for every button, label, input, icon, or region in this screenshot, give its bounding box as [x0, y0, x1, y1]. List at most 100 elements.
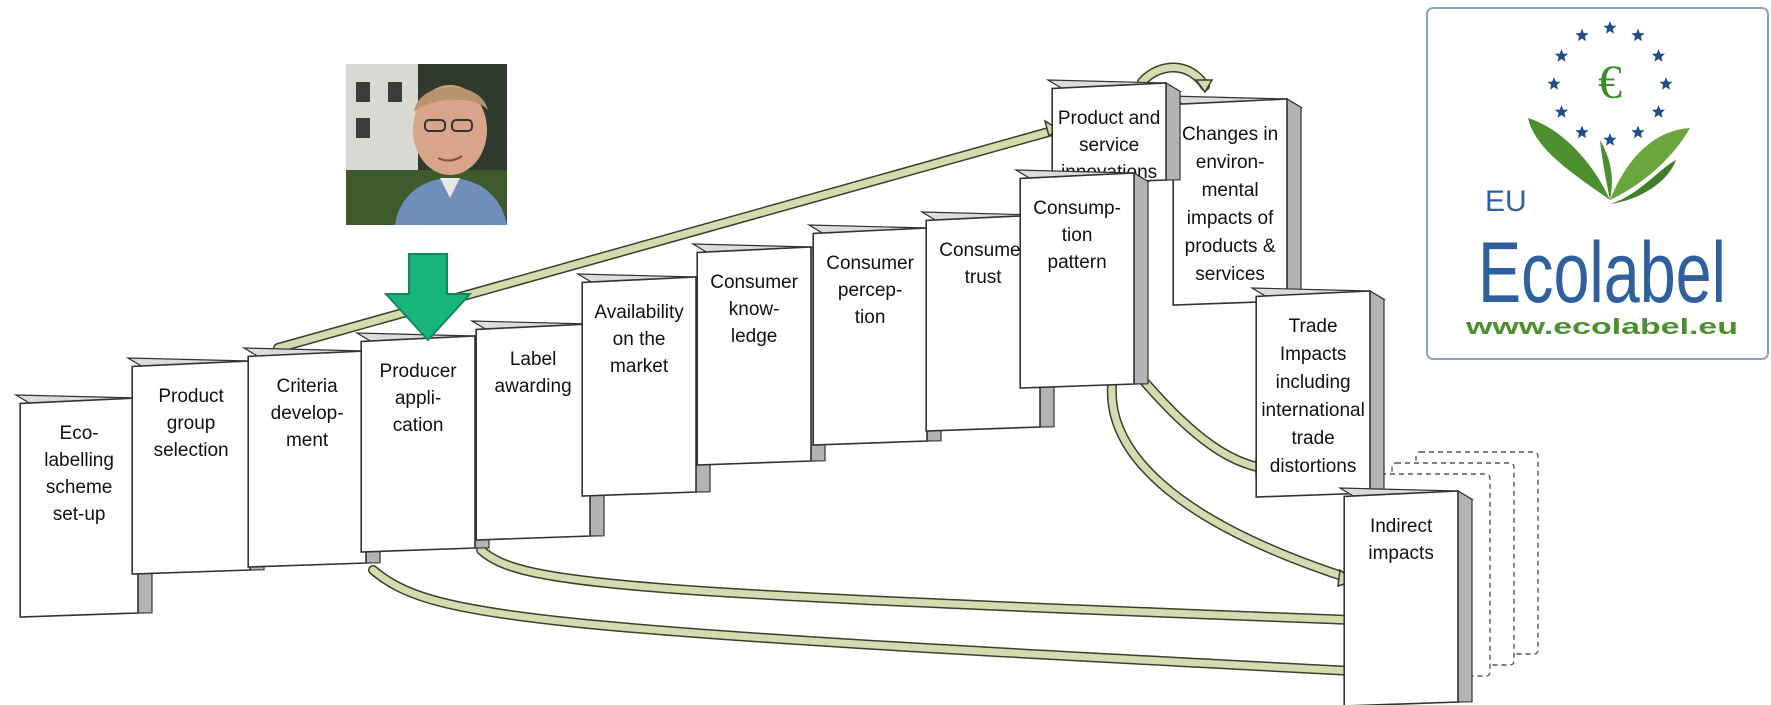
block-label-line: mental — [1202, 180, 1259, 201]
block-label-line: environ- — [1196, 152, 1265, 173]
block-label-line: Impacts — [1280, 344, 1347, 365]
star-icon — [1603, 21, 1617, 34]
block-label-line: impacts — [1368, 543, 1433, 564]
block-label-line: Consump- — [1033, 198, 1121, 219]
block-label-line: Producer — [380, 361, 458, 382]
block-label-line: trade — [1291, 428, 1334, 449]
star-icon — [1651, 49, 1666, 62]
block-label-line: on the — [613, 329, 666, 350]
emblem-letter: € — [1598, 56, 1622, 109]
block-label: Indirect impacts — [1368, 516, 1433, 564]
block-label-line: Indirect — [1370, 516, 1433, 537]
block-label-line: set-up — [53, 504, 106, 525]
block-label-line: Criteria — [276, 376, 338, 397]
block-label-line: group — [167, 413, 216, 434]
star-icon — [1631, 125, 1645, 139]
star-icon — [1575, 125, 1589, 139]
block-label-line: products & — [1185, 236, 1276, 257]
block-front-face — [1051, 82, 1167, 185]
block-front-face — [19, 397, 139, 618]
block-label-line: Availability — [594, 302, 684, 323]
process-block: Changes in environ-mental impacts of produc… — [1166, 95, 1304, 306]
block-label-line: Trade — [1289, 316, 1338, 337]
eu-ecolabel-logo: € EU Ecolabel www.ecolabel.eu — [1426, 7, 1769, 360]
block-label-line: know- — [729, 299, 780, 320]
eu-text: EU — [1485, 185, 1527, 218]
star-ring-icon — [1547, 21, 1673, 146]
block-label-line: Changes in — [1182, 124, 1278, 145]
arrow-down-icon — [383, 253, 473, 342]
block-label: Changes in environ-mental impacts of produc… — [1182, 124, 1278, 285]
block-label-line: Label — [510, 349, 557, 370]
process-block: Eco-labelling scheme set-up — [13, 394, 155, 618]
star-icon — [1631, 28, 1645, 42]
block-front-face — [696, 246, 812, 466]
block-label-line: including — [1276, 372, 1351, 393]
block-label-line: pattern — [1048, 252, 1107, 273]
block-side-face — [1286, 97, 1302, 302]
block-label-line: appli- — [395, 388, 441, 409]
block-label-line: service — [1079, 135, 1139, 156]
star-icon — [1659, 77, 1673, 90]
block-front-face — [360, 335, 476, 553]
block-side-face — [1457, 489, 1473, 703]
block-label: Consumer percep-tion — [826, 253, 914, 328]
ecolabel-url: www.ecolabel.eu — [1464, 314, 1738, 339]
block-label-line: trust — [965, 267, 1003, 288]
block-label-line: awarding — [495, 376, 572, 397]
ecolabel-wordmark: Ecolabel — [1478, 225, 1726, 321]
block-label-line: ledge — [731, 326, 778, 347]
person-photo — [346, 64, 507, 225]
block-front-face — [475, 323, 591, 541]
block-label-line: impacts of — [1187, 208, 1274, 229]
star-icon — [1575, 28, 1589, 42]
block-label-line: Eco- — [60, 423, 99, 444]
process-block: Indirect impacts — [1337, 487, 1475, 705]
block-label: Consump-tion pattern — [1033, 198, 1121, 273]
block-label-line: Consumer — [939, 240, 1027, 261]
block-label-line: scheme — [46, 477, 113, 498]
block-front-face — [1019, 172, 1135, 389]
flow-arrows — [273, 62, 1362, 681]
block-side-face — [1369, 289, 1385, 494]
process-block: Consumer percep-tion — [806, 224, 944, 446]
star-icon — [1554, 105, 1569, 118]
block-front-face — [581, 276, 697, 497]
block-label-line: tion — [855, 307, 886, 328]
block-label-line: services — [1195, 264, 1265, 285]
process-block: Product andserviceinnovations — [1045, 79, 1183, 185]
flower-icon — [1528, 118, 1690, 204]
block-label-line: market — [610, 356, 669, 377]
block-label-line: Product — [158, 386, 224, 407]
block-front-face — [812, 227, 928, 446]
block-label-line: distortions — [1270, 456, 1357, 477]
block-label: Eco-labelling scheme set-up — [44, 423, 114, 525]
block-side-face — [1133, 171, 1149, 385]
block-label-line: international — [1261, 400, 1365, 421]
block-label-line: ment — [286, 430, 329, 451]
star-icon — [1547, 77, 1561, 90]
block-front-face — [247, 350, 367, 568]
block-label: Consumer trust — [939, 240, 1027, 288]
process-block: Consump-tion pattern — [1013, 169, 1151, 389]
block-label-line: cation — [393, 415, 444, 436]
block-side-face — [1165, 81, 1181, 181]
block-front-face — [925, 214, 1041, 432]
block-label-line: Consumer — [826, 253, 914, 274]
block-label: Producer appli-cation — [380, 361, 458, 436]
block-label-line: labelling — [44, 450, 114, 471]
block-label-line: tion — [1062, 225, 1093, 246]
block-label-line: percep- — [838, 280, 902, 301]
block-front-face — [131, 360, 251, 575]
star-icon — [1651, 105, 1666, 118]
process-block: Availability on the market — [575, 273, 713, 497]
